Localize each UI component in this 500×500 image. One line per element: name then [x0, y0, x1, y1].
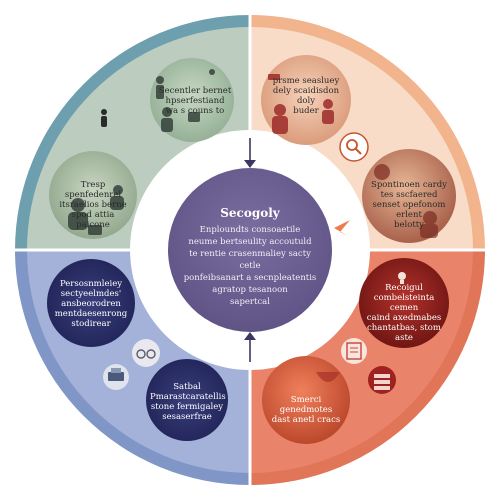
- br-circle-1-text: Recoigul combelsteinta cemen caind axedm…: [366, 283, 442, 343]
- center-body: Enploundts consoaetile neume bertseulity…: [183, 225, 317, 307]
- bl-circle-2-text: Satbal Pmarastcaratellis stone fermigale…: [150, 382, 226, 422]
- person-icon: [101, 109, 107, 127]
- printer-icon: [103, 364, 129, 390]
- tl-circle-1-text: Secentler bernet hpserfestiand wa s coun…: [158, 86, 232, 116]
- br-circle-1: [359, 258, 449, 348]
- glasses-icon: [132, 339, 160, 367]
- bl-circle-2: [146, 359, 228, 441]
- bowl-icon: [316, 372, 340, 382]
- stack-icon: [368, 366, 396, 394]
- arrow-up: [244, 332, 256, 362]
- bl-circle-1: [47, 259, 135, 347]
- center-title: Secogoly: [220, 206, 280, 220]
- center-circle: [168, 168, 332, 332]
- tr-circle-1-text: prsme seasluey dely scaidisdon doly bude…: [272, 76, 340, 116]
- lightbulb-icon: [398, 272, 406, 284]
- magnifier-icon: [339, 132, 369, 162]
- bl-circle-1-text: Persosnmleiey sectyeelmdes' ansbeorodren…: [54, 279, 128, 329]
- br-circle-2-text: Smerci genedmotes dast anetl cracs: [271, 395, 341, 425]
- arrow-right: [334, 220, 350, 236]
- tl-circle-2-text: Tresp spenfedenrel itsraelios berne spod…: [59, 180, 127, 230]
- tr-circle-2-text: Spontinoen cardy tes sscfaered senset op…: [371, 180, 447, 230]
- arrow-down: [244, 138, 256, 168]
- document-icon: [341, 338, 367, 364]
